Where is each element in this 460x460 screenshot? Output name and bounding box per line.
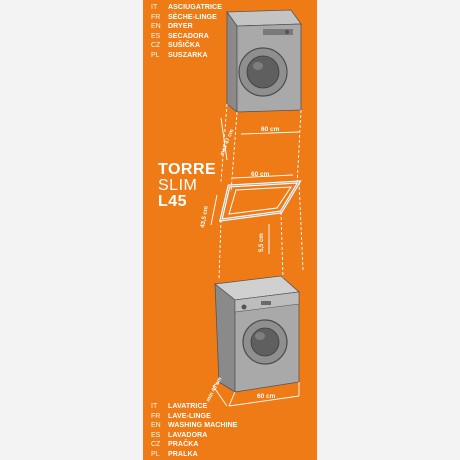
dryer-width-label: 60 cm bbox=[261, 126, 280, 133]
dryer-depth-label: max 47 cm bbox=[219, 128, 235, 156]
product-title: TORRE SLIM L45 bbox=[158, 162, 216, 210]
title-line-slim: SLIM bbox=[158, 177, 198, 194]
frame-height-label: 5,5 cm bbox=[259, 233, 265, 252]
dryer-guides bbox=[220, 103, 302, 193]
washer-illustration bbox=[214, 275, 300, 393]
washer-side-face bbox=[214, 283, 236, 393]
dryer-top-face bbox=[226, 9, 302, 27]
title-line-model: L45 bbox=[158, 193, 188, 210]
stacking-frame bbox=[219, 180, 302, 222]
frame-width-label: 60 cm bbox=[251, 171, 270, 178]
assembly-diagram: 60 cm max 47 cm 60 cm 43,5 cm 5,5 cm bbox=[200, 9, 304, 407]
dryer-control-panel bbox=[263, 29, 293, 35]
dryer-illustration bbox=[226, 9, 302, 113]
title-line-torre: TORRE bbox=[158, 161, 217, 178]
washer-depth-label: min 40 cm bbox=[205, 376, 223, 403]
dryer-door-glass bbox=[246, 55, 280, 89]
washer-width-label: 60 cm bbox=[257, 393, 276, 400]
washer-knob-icon bbox=[241, 304, 247, 310]
washer-door-glass bbox=[250, 327, 280, 357]
frame-depth-label: 43,5 cm bbox=[200, 206, 210, 229]
dryer-knob-icon bbox=[284, 29, 290, 35]
dryer-side-face bbox=[226, 10, 238, 113]
